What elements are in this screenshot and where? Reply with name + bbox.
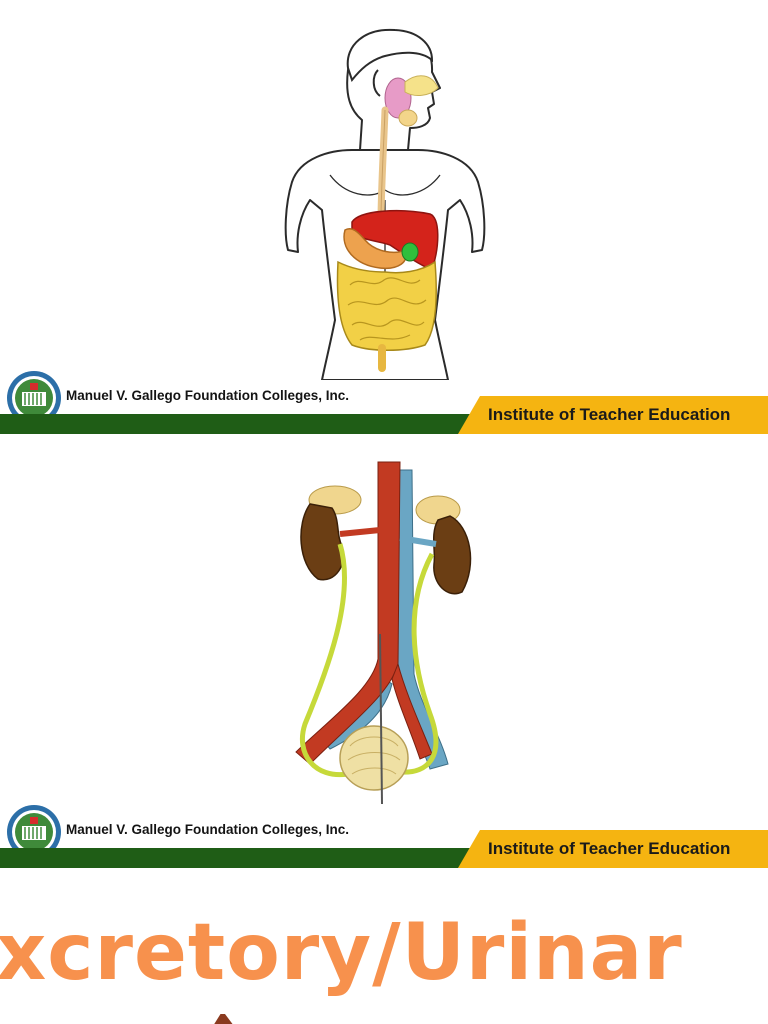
institute-name: Institute of Teacher Education bbox=[488, 405, 731, 424]
institute-banner: Institute of Teacher Education bbox=[458, 830, 768, 868]
urinary-system-model-illustration bbox=[295, 461, 472, 805]
institute-name: Institute of Teacher Education bbox=[488, 839, 731, 858]
college-seal-logo bbox=[7, 805, 61, 859]
decorative-shape bbox=[213, 1014, 234, 1024]
slide-urinary-system: Manuel V. Gallego Foundation Colleges, I… bbox=[0, 434, 768, 868]
college-name: Manuel V. Gallego Foundation Colleges, I… bbox=[66, 388, 350, 403]
slide-footer: Manuel V. Gallego Foundation Colleges, I… bbox=[0, 360, 768, 434]
college-seal-logo bbox=[7, 371, 61, 425]
college-name: Manuel V. Gallego Foundation Colleges, I… bbox=[66, 822, 350, 837]
slide-footer: Manuel V. Gallego Foundation Colleges, I… bbox=[0, 794, 768, 868]
slide-digestive-system: Manuel V. Gallego Foundation Colleges, I… bbox=[0, 0, 768, 434]
slide-title: xcretory/Urinar bbox=[0, 908, 683, 998]
institute-banner: Institute of Teacher Education bbox=[458, 396, 768, 434]
digestive-system-illustration bbox=[284, 28, 486, 380]
slide-excretory-title: xcretory/Urinar bbox=[0, 868, 768, 1024]
